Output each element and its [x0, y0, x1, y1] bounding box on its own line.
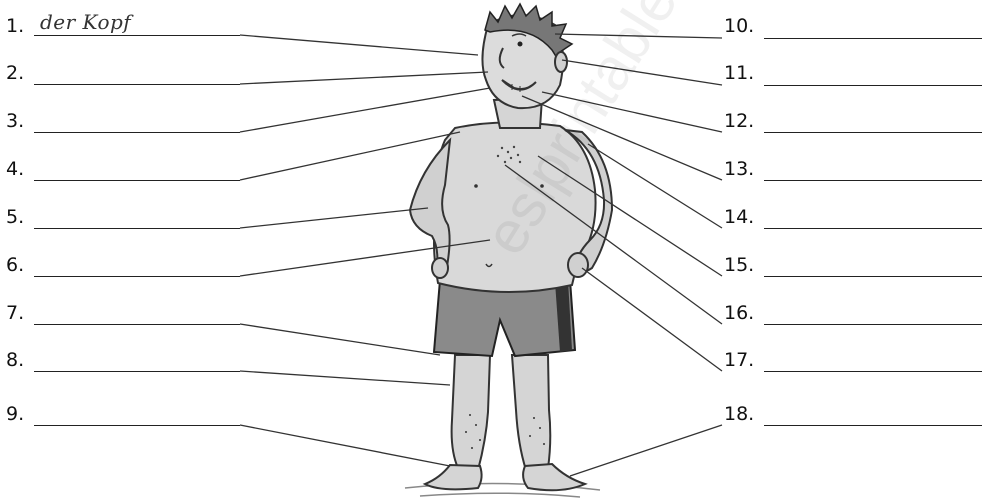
item-number-4: 4. [6, 160, 24, 179]
answer-line-6[interactable] [34, 276, 240, 277]
answer-line-9[interactable] [34, 425, 240, 426]
answer-text-1: der Kopf [40, 10, 131, 34]
answer-line-11[interactable] [764, 85, 982, 86]
item-number-15: 15. [724, 256, 754, 275]
item-number-6: 6. [6, 256, 24, 275]
answer-line-15[interactable] [764, 276, 982, 277]
answer-line-10[interactable] [764, 38, 982, 39]
item-number-9: 9. [6, 405, 24, 424]
item-number-10: 10. [724, 17, 754, 36]
item-number-18: 18. [724, 405, 754, 424]
answer-line-16[interactable] [764, 324, 982, 325]
answer-line-1[interactable] [34, 35, 240, 36]
answer-line-8[interactable] [34, 371, 240, 372]
left-foot [425, 465, 482, 489]
item-number-1: 1. [6, 17, 24, 36]
item-number-11: 11. [724, 64, 754, 83]
right-foot [523, 464, 585, 490]
answer-line-3[interactable] [34, 132, 240, 133]
answer-line-17[interactable] [764, 371, 982, 372]
answer-line-2[interactable] [34, 84, 240, 85]
answer-line-4[interactable] [34, 180, 240, 181]
eye [518, 42, 523, 47]
answer-line-18[interactable] [764, 425, 982, 426]
ear [555, 52, 567, 72]
right-leg [512, 355, 550, 470]
item-number-12: 12. [724, 112, 754, 131]
item-number-16: 16. [724, 304, 754, 323]
answer-line-12[interactable] [764, 132, 982, 133]
answer-line-7[interactable] [34, 324, 240, 325]
item-number-14: 14. [724, 208, 754, 227]
item-number-2: 2. [6, 64, 24, 83]
answer-line-5[interactable] [34, 228, 240, 229]
left-leg [452, 355, 490, 470]
item-number-5: 5. [6, 208, 24, 227]
item-number-17: 17. [724, 351, 754, 370]
right-hand [568, 253, 588, 277]
item-number-3: 3. [6, 112, 24, 131]
item-number-13: 13. [724, 160, 754, 179]
answer-line-13[interactable] [764, 180, 982, 181]
item-number-7: 7. [6, 304, 24, 323]
left-hand [432, 258, 448, 278]
answer-line-14[interactable] [764, 228, 982, 229]
item-number-8: 8. [6, 351, 24, 370]
